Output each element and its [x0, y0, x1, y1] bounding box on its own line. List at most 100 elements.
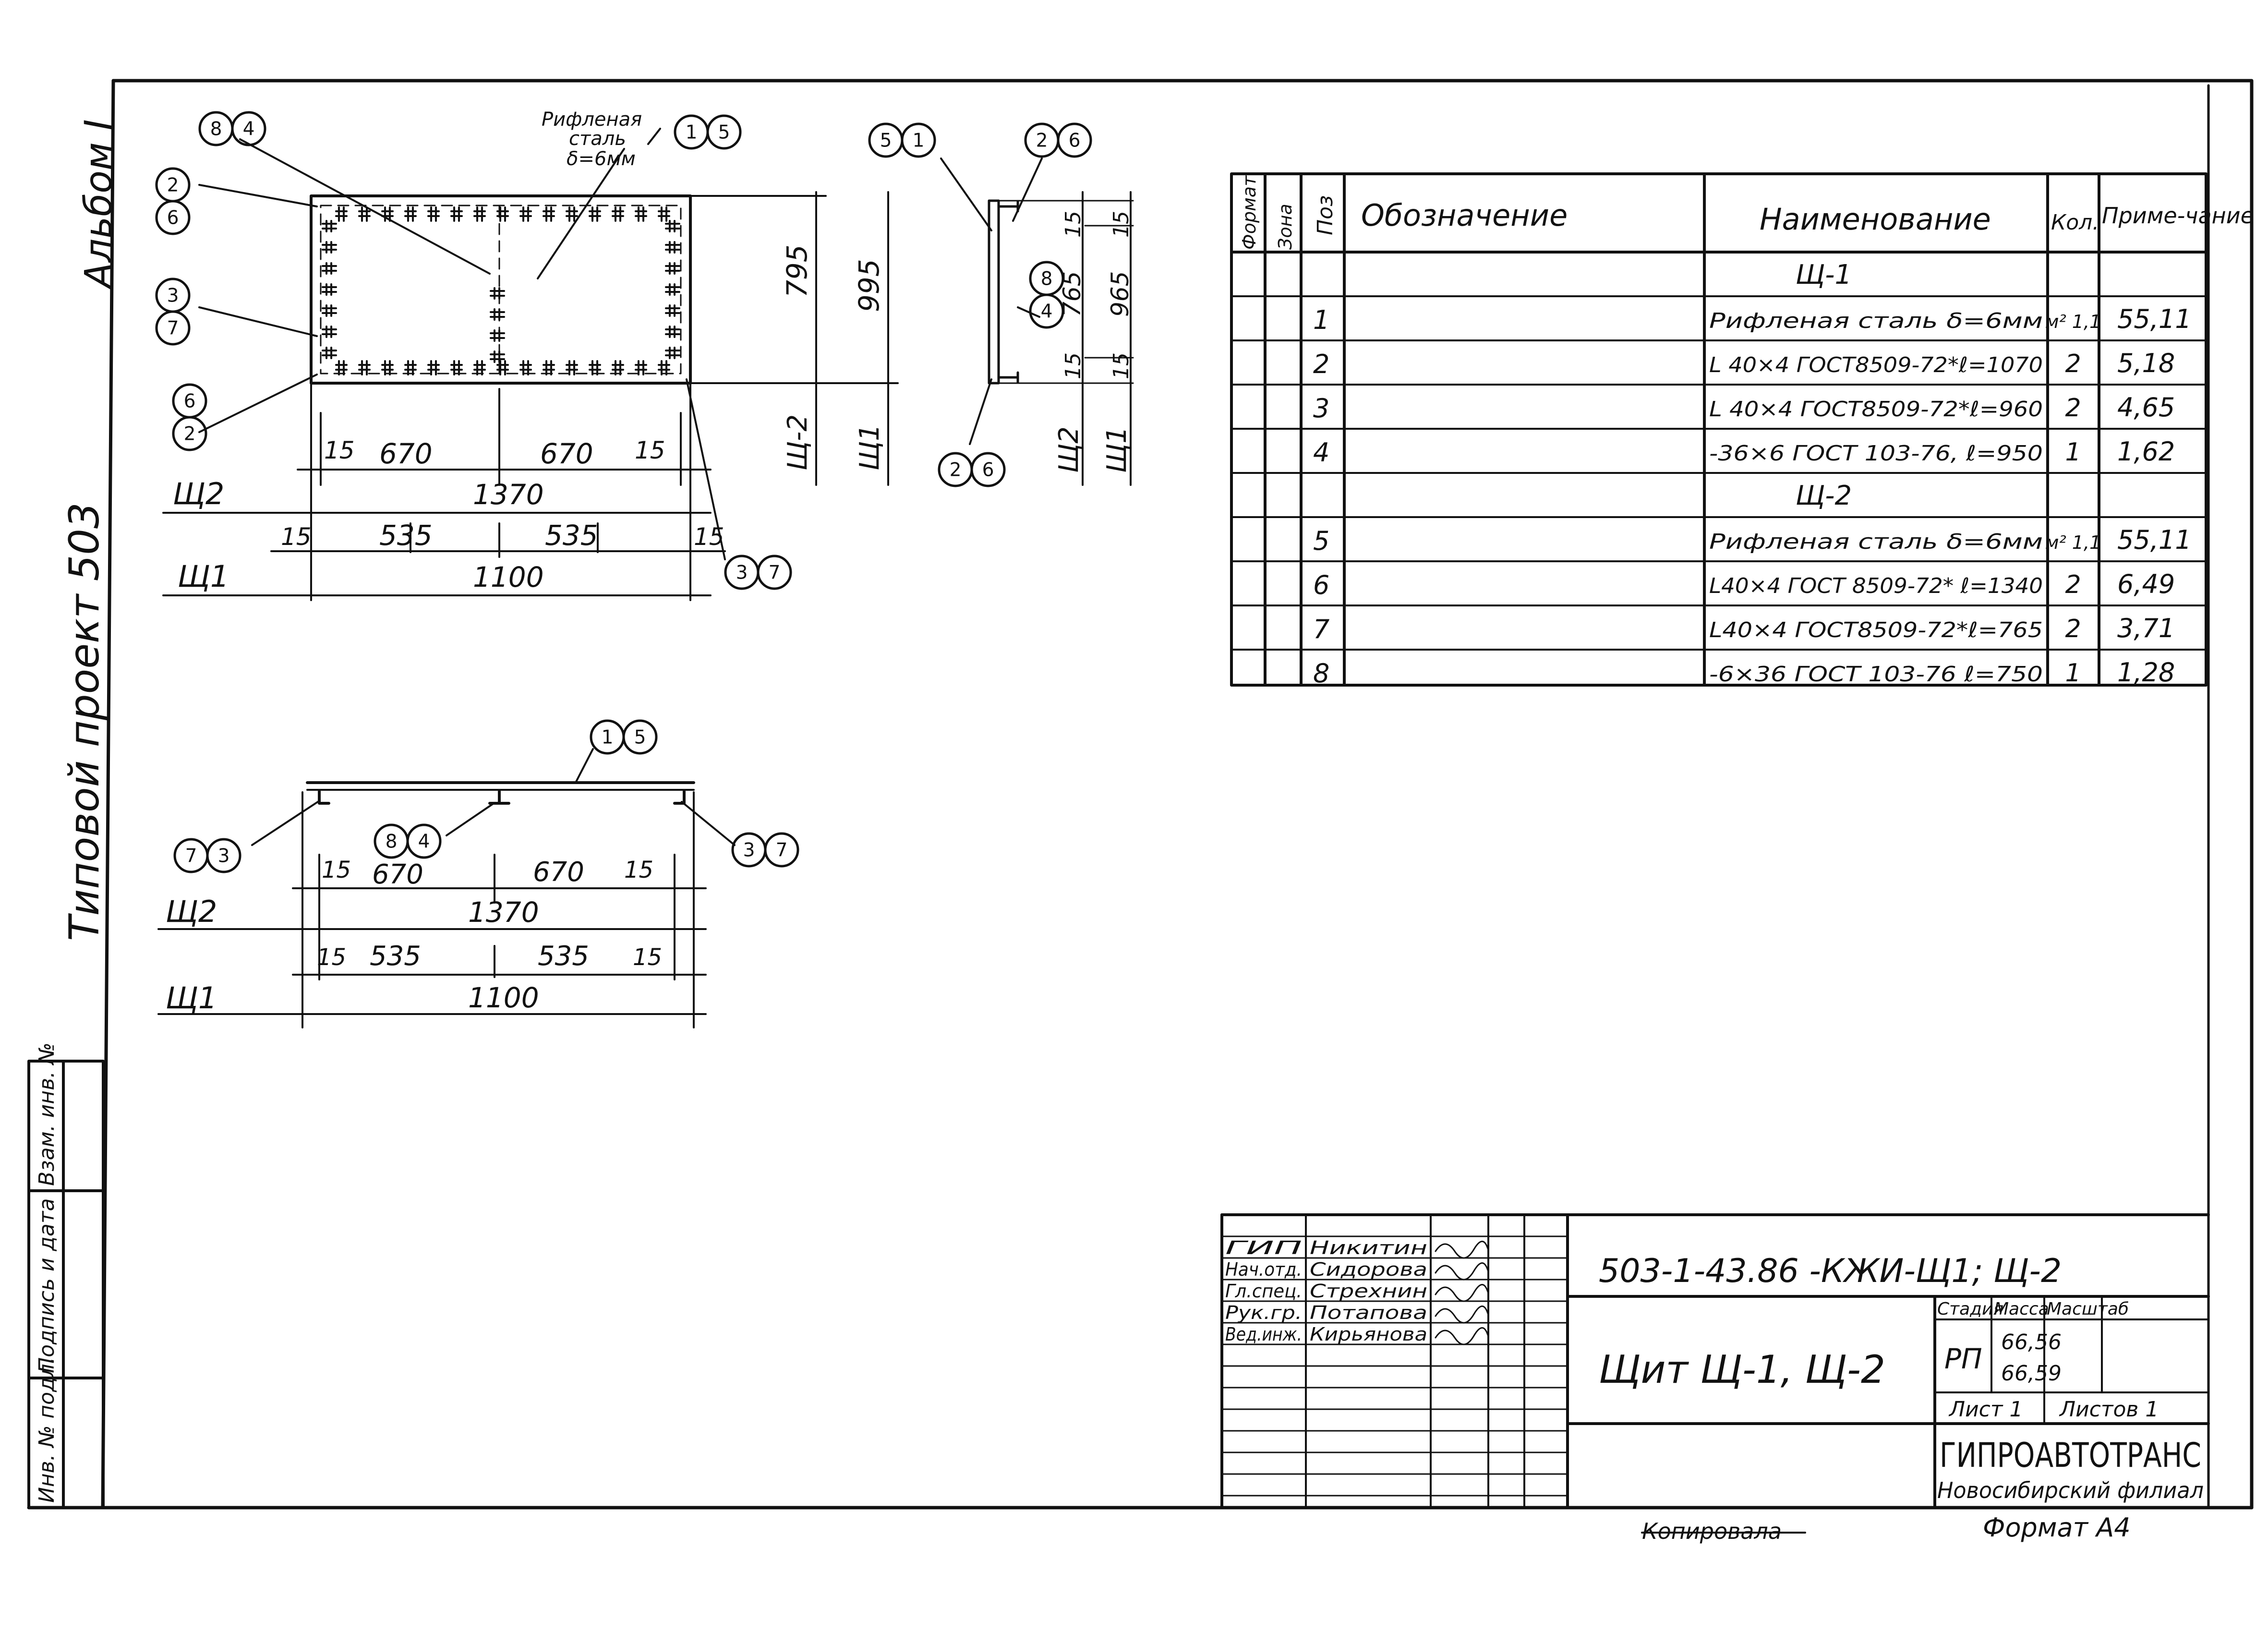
sec-callout-top-left-b-circle — [901, 122, 936, 158]
cell-pos: 4 — [1313, 437, 1329, 468]
cell-note: 5,18 — [2117, 348, 2175, 378]
elev-sh1-label: Щ1 — [166, 980, 217, 1015]
elev-callout-mid-b-circle — [406, 823, 442, 859]
doc-code: 503-1-43.86 -КЖИ-Щ1; Щ-2 — [1599, 1252, 2062, 1290]
signer-name: Никитин — [1310, 1237, 1427, 1258]
album-label: Альбом I — [77, 119, 121, 290]
project-label: Типовой проект 503 — [60, 502, 109, 941]
elev-callout-top-b: 5 — [634, 727, 646, 749]
callout-top-right-b-circle — [706, 114, 742, 150]
cell-note: 4,65 — [2117, 392, 2175, 423]
callout-top-right-b: 5 — [718, 122, 730, 144]
elev-sh1-total: 1100 — [468, 981, 539, 1014]
elev-callout-top-a: 1 — [602, 727, 614, 749]
side-margin: Альбом I Типовой проект 503 Инв. № подл.… — [27, 119, 121, 1509]
elev-callout-left-b: 3 — [218, 846, 230, 867]
footer: Копировала Формат А4 — [1641, 1512, 2131, 1544]
cell-qty: 2 — [2065, 394, 2081, 423]
cell-name: -36×6 ГОСТ 103-76, ℓ=950 — [1709, 441, 2043, 466]
weld-marks — [322, 206, 680, 375]
elev-callout-right-b: 7 — [776, 840, 788, 861]
callout-left-upper-a: 2 — [167, 175, 179, 196]
sec-callout-mid-b-circle — [1029, 293, 1064, 329]
sec-callout-bottom-b: 6 — [982, 459, 994, 481]
signer-name: Сидорова — [1310, 1259, 1427, 1280]
dim-sh1-seg-2: 535 — [379, 519, 433, 552]
sec-label-1: Щ1 — [1101, 426, 1133, 473]
elev-sh2-label: Щ2 — [166, 894, 217, 929]
sec-callout-top-left-a: 5 — [880, 130, 892, 152]
signer-name: Кирьянова — [1310, 1324, 1427, 1345]
elev-sh2-seg-4: 15 — [624, 857, 653, 883]
dim-sh2-seg-4: 15 — [635, 436, 665, 464]
cell-pos: 1 — [1313, 305, 1329, 335]
callout-left-lower-b: 2 — [184, 423, 196, 445]
elev-callout-mid-b: 4 — [418, 831, 430, 853]
org-branch: Новосибирский филиал — [1937, 1477, 2204, 1503]
cell-pos: 7 — [1313, 614, 1329, 644]
steel-label-2: сталь — [569, 128, 626, 150]
sec-callout-mid-b: 4 — [1041, 301, 1053, 323]
dim-sh1-seg-3: 535 — [545, 519, 598, 552]
mass-value-2: 66,59 — [2001, 1361, 2062, 1386]
callout-left-lower-a: 6 — [184, 391, 196, 412]
dim-sh2-label: Щ2 — [173, 476, 224, 511]
callout-right-lower-a: 3 — [736, 562, 748, 584]
sec-callout-top-right-b: 6 — [1069, 130, 1081, 152]
cell-note: 55,11 — [2117, 304, 2192, 334]
dim-sh1-seg-4: 15 — [694, 523, 724, 551]
cell-name: Рифленая сталь δ=6мм — [1709, 309, 2043, 333]
dim-sh1-label: Щ1 — [178, 559, 229, 594]
sec-callout-top-left-b: 1 — [913, 130, 925, 152]
elev-callout-left-a: 7 — [185, 846, 197, 867]
signer-name: Потапова — [1310, 1302, 1427, 1323]
sec-dim-sh2-3: 15 — [1061, 352, 1086, 379]
steel-label-1: Рифленая — [542, 109, 642, 131]
stage-value: РП — [1944, 1342, 1982, 1375]
cell-note: 6,49 — [2117, 569, 2175, 599]
cell-name: -6×36 ГОСТ 103-76 ℓ=750 — [1709, 662, 2043, 687]
th-qty: Кол. — [2051, 210, 2099, 235]
elev-sh2-seg-2: 670 — [372, 859, 423, 890]
signer-role: Нач.отд. — [1225, 1259, 1302, 1280]
callout-top-right-a: 1 — [686, 122, 698, 144]
cell-pos: 2 — [1313, 349, 1329, 379]
cell-pos: 6 — [1313, 570, 1329, 600]
callout-top-left-a: 8 — [210, 119, 222, 140]
mass-value-1: 66,56 — [2001, 1330, 2062, 1354]
footer-copied: Копировала — [1642, 1518, 1782, 1544]
dim-height-label-2: Щ-2 — [782, 414, 813, 471]
cell-name: L 40×4 ГОСТ8509-72*ℓ=1070 — [1709, 353, 2043, 377]
mass-label: Масса — [1994, 1299, 2049, 1319]
signature-scribble — [1435, 1306, 1489, 1324]
elev-sh2-total: 1370 — [468, 896, 539, 929]
sheet-number: Лист 1 — [1948, 1397, 2023, 1422]
table-group-label: Щ-1 — [1796, 259, 1852, 290]
scale-label: Масштаб — [2047, 1299, 2129, 1319]
signer-role: ГИП — [1225, 1237, 1302, 1258]
stamp-sign: Подпись и дата — [35, 1198, 59, 1373]
signature-scribble — [1435, 1262, 1489, 1281]
elev-sh1-seg-4: 15 — [633, 944, 662, 971]
signature-scribble — [1435, 1327, 1489, 1345]
sec-callout-top-right-a: 2 — [1036, 130, 1048, 152]
cell-qty: м² 1,1 — [2045, 311, 2101, 332]
cell-name: L40×4 ГОСТ 8509-72* ℓ=1340 — [1709, 574, 2043, 598]
cell-note: 55,11 — [2117, 525, 2192, 555]
sheet-frame — [27, 79, 2254, 1510]
margin-stamp — [27, 1060, 105, 1509]
signer-name: Стрехнин — [1310, 1281, 1427, 1302]
signature-scribble — [1435, 1284, 1489, 1302]
cell-note: 1,28 — [2117, 657, 2175, 688]
org-name: ГИПРОАВТОТРАНС — [1940, 1436, 2201, 1475]
sec-dim-sh1-1: 15 — [1109, 211, 1134, 238]
